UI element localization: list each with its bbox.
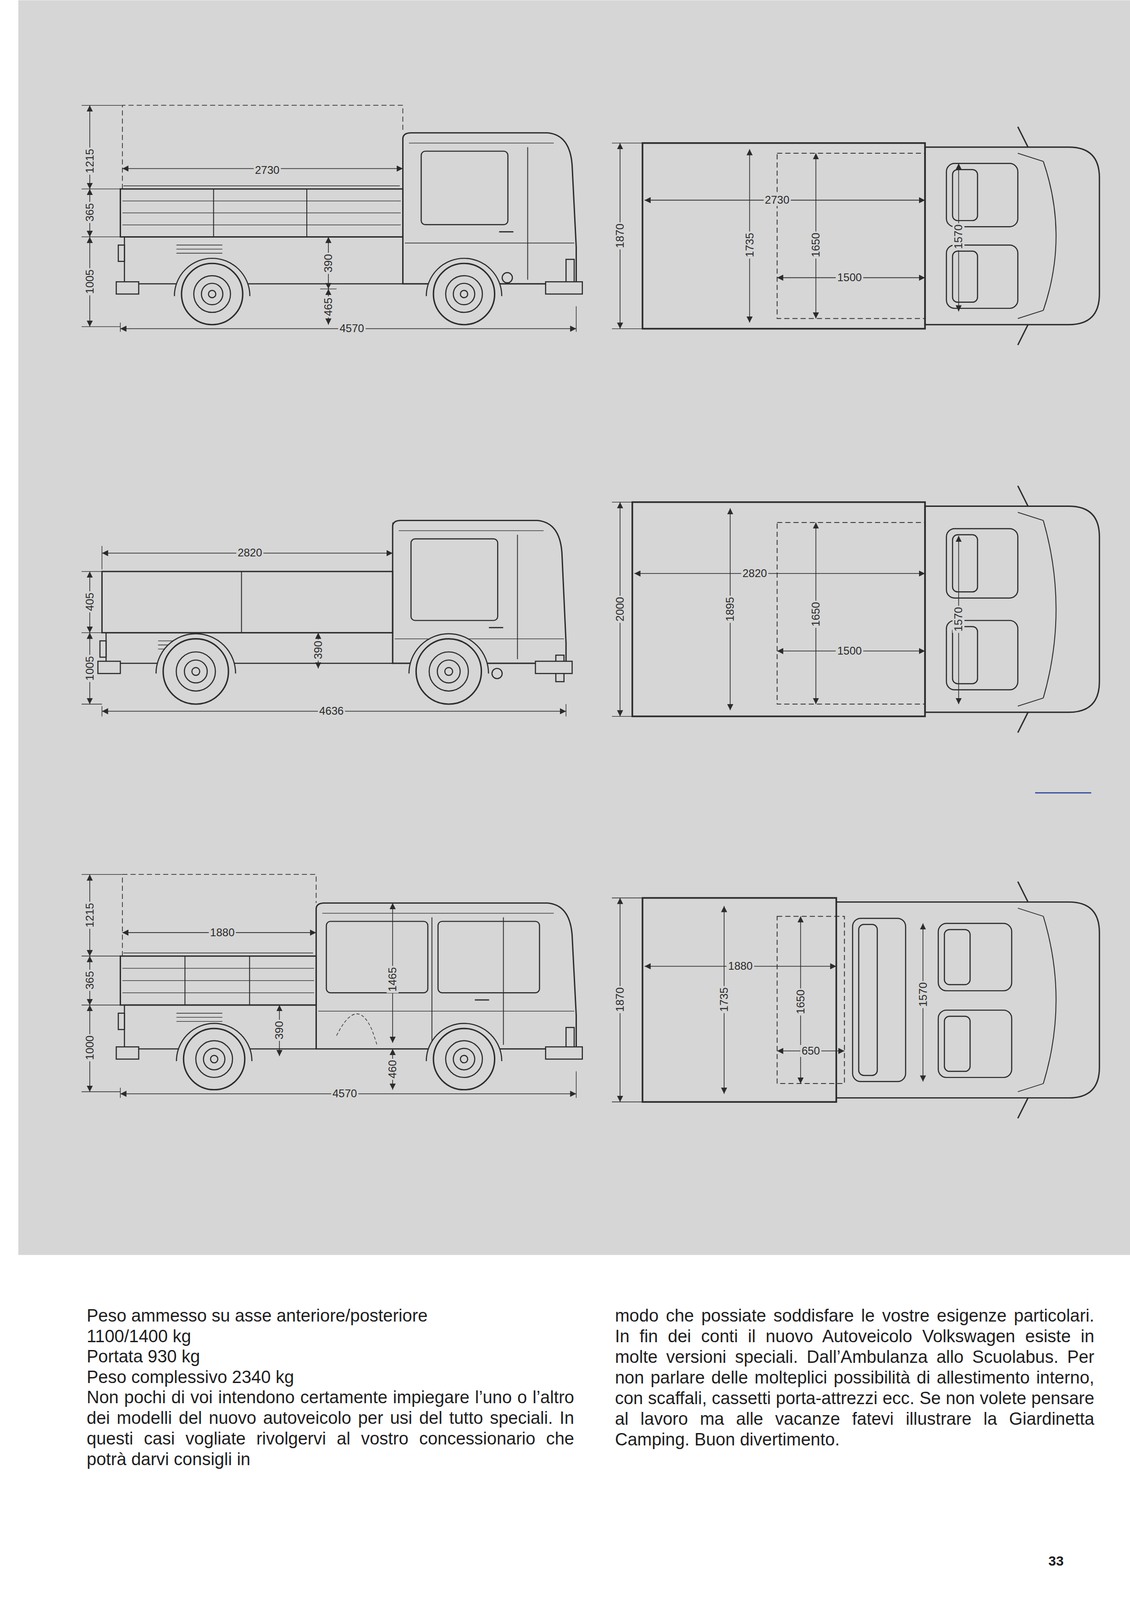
- dimension-label: 2730: [253, 164, 281, 177]
- extension-line: [611, 1101, 643, 1103]
- extension-line: [81, 703, 102, 704]
- dimension-label: 405: [83, 591, 96, 613]
- dimension-label: 4570: [331, 1087, 359, 1100]
- dimension-label: 1570: [952, 605, 965, 633]
- top-view: [642, 881, 1100, 1119]
- extension-line: [81, 236, 121, 238]
- dimension-label: 1570: [917, 980, 930, 1009]
- dimension-label: 390: [312, 639, 325, 661]
- extension-line: [565, 703, 567, 717]
- dimension-label: 2820: [236, 546, 264, 559]
- spec-text: Peso complessivo 2340 kg: [86, 1366, 577, 1388]
- extension-line: [81, 105, 123, 106]
- extension-line: [81, 874, 123, 875]
- dimension-label: 1465: [386, 965, 399, 993]
- extension-line: [611, 715, 632, 717]
- dimension-label: 1570: [952, 222, 965, 250]
- extension-line: [81, 632, 102, 633]
- grey-panel: [18, 0, 1130, 1255]
- dimension-label: 1880: [726, 959, 754, 972]
- dimension-label: 465: [322, 296, 335, 318]
- body-text: Non pochi di voi intendono certamente im…: [86, 1386, 575, 1470]
- dimension-label: 1215: [83, 901, 96, 929]
- dimension-label: 4570: [338, 322, 366, 335]
- body-text: modo che possiate soddisfare le vostre e…: [614, 1305, 1095, 1450]
- line-art: [81, 105, 1100, 1119]
- extension-line: [611, 142, 643, 144]
- dimension-label: 1000: [83, 1033, 96, 1061]
- dimension-label: 1650: [809, 600, 822, 628]
- dimension-label: 1215: [83, 147, 96, 175]
- dimension-label: 1735: [743, 231, 756, 259]
- extension-line: [120, 322, 121, 332]
- top-view: [642, 126, 1100, 345]
- spec-text: 1100/1400 kg: [86, 1325, 577, 1347]
- extension-line: [392, 522, 394, 546]
- side-view: [97, 520, 572, 704]
- dimension-label: 1895: [724, 595, 737, 623]
- extension-line: [81, 1004, 121, 1005]
- dimension-line: [634, 573, 926, 575]
- side-view: [116, 902, 583, 1090]
- extension-line: [81, 570, 102, 572]
- top-view: [632, 485, 1100, 733]
- side-view: [116, 132, 583, 325]
- dimension-label: 4636: [317, 704, 345, 717]
- extension-line: [81, 326, 121, 327]
- dimension-label: 390: [322, 252, 335, 274]
- extension-line: [81, 955, 121, 957]
- blue-mark: [1035, 792, 1092, 794]
- extension-line: [576, 306, 577, 333]
- dimension-label: 2820: [741, 567, 769, 580]
- dimension-label: 1005: [83, 654, 96, 682]
- extension-line: [611, 501, 632, 503]
- extension-line: [101, 545, 103, 570]
- dimension-label: 1500: [836, 644, 864, 657]
- spec-text: Peso ammesso su asse anteriore/posterior…: [86, 1305, 577, 1326]
- dimension-label: 1880: [208, 926, 236, 939]
- extension-line: [120, 1087, 121, 1098]
- dimension-label: 1735: [718, 985, 731, 1014]
- dimension-label: 365: [83, 969, 96, 991]
- dimension-label: 1650: [794, 987, 807, 1015]
- dimension-label: 1005: [83, 267, 96, 295]
- extension-line: [81, 1091, 121, 1092]
- dimension-label: 650: [800, 1044, 822, 1057]
- dimension-label: 390: [273, 1019, 286, 1041]
- dimension-label: 460: [386, 1058, 399, 1080]
- dimension-label: 1870: [614, 221, 626, 250]
- extension-line: [81, 188, 121, 189]
- dimension-label: 2730: [763, 193, 791, 206]
- extension-line: [611, 897, 643, 898]
- extension-line: [611, 328, 643, 329]
- dimension-label: 365: [83, 201, 96, 223]
- dimension-label: 1870: [614, 985, 626, 1014]
- page-number: 33: [1048, 1550, 1090, 1571]
- dimension-label: 2000: [614, 595, 626, 623]
- dimension-label: 1500: [836, 271, 864, 284]
- spec-text: Portata 930 kg: [86, 1346, 577, 1367]
- dimension-label: 1650: [809, 231, 822, 259]
